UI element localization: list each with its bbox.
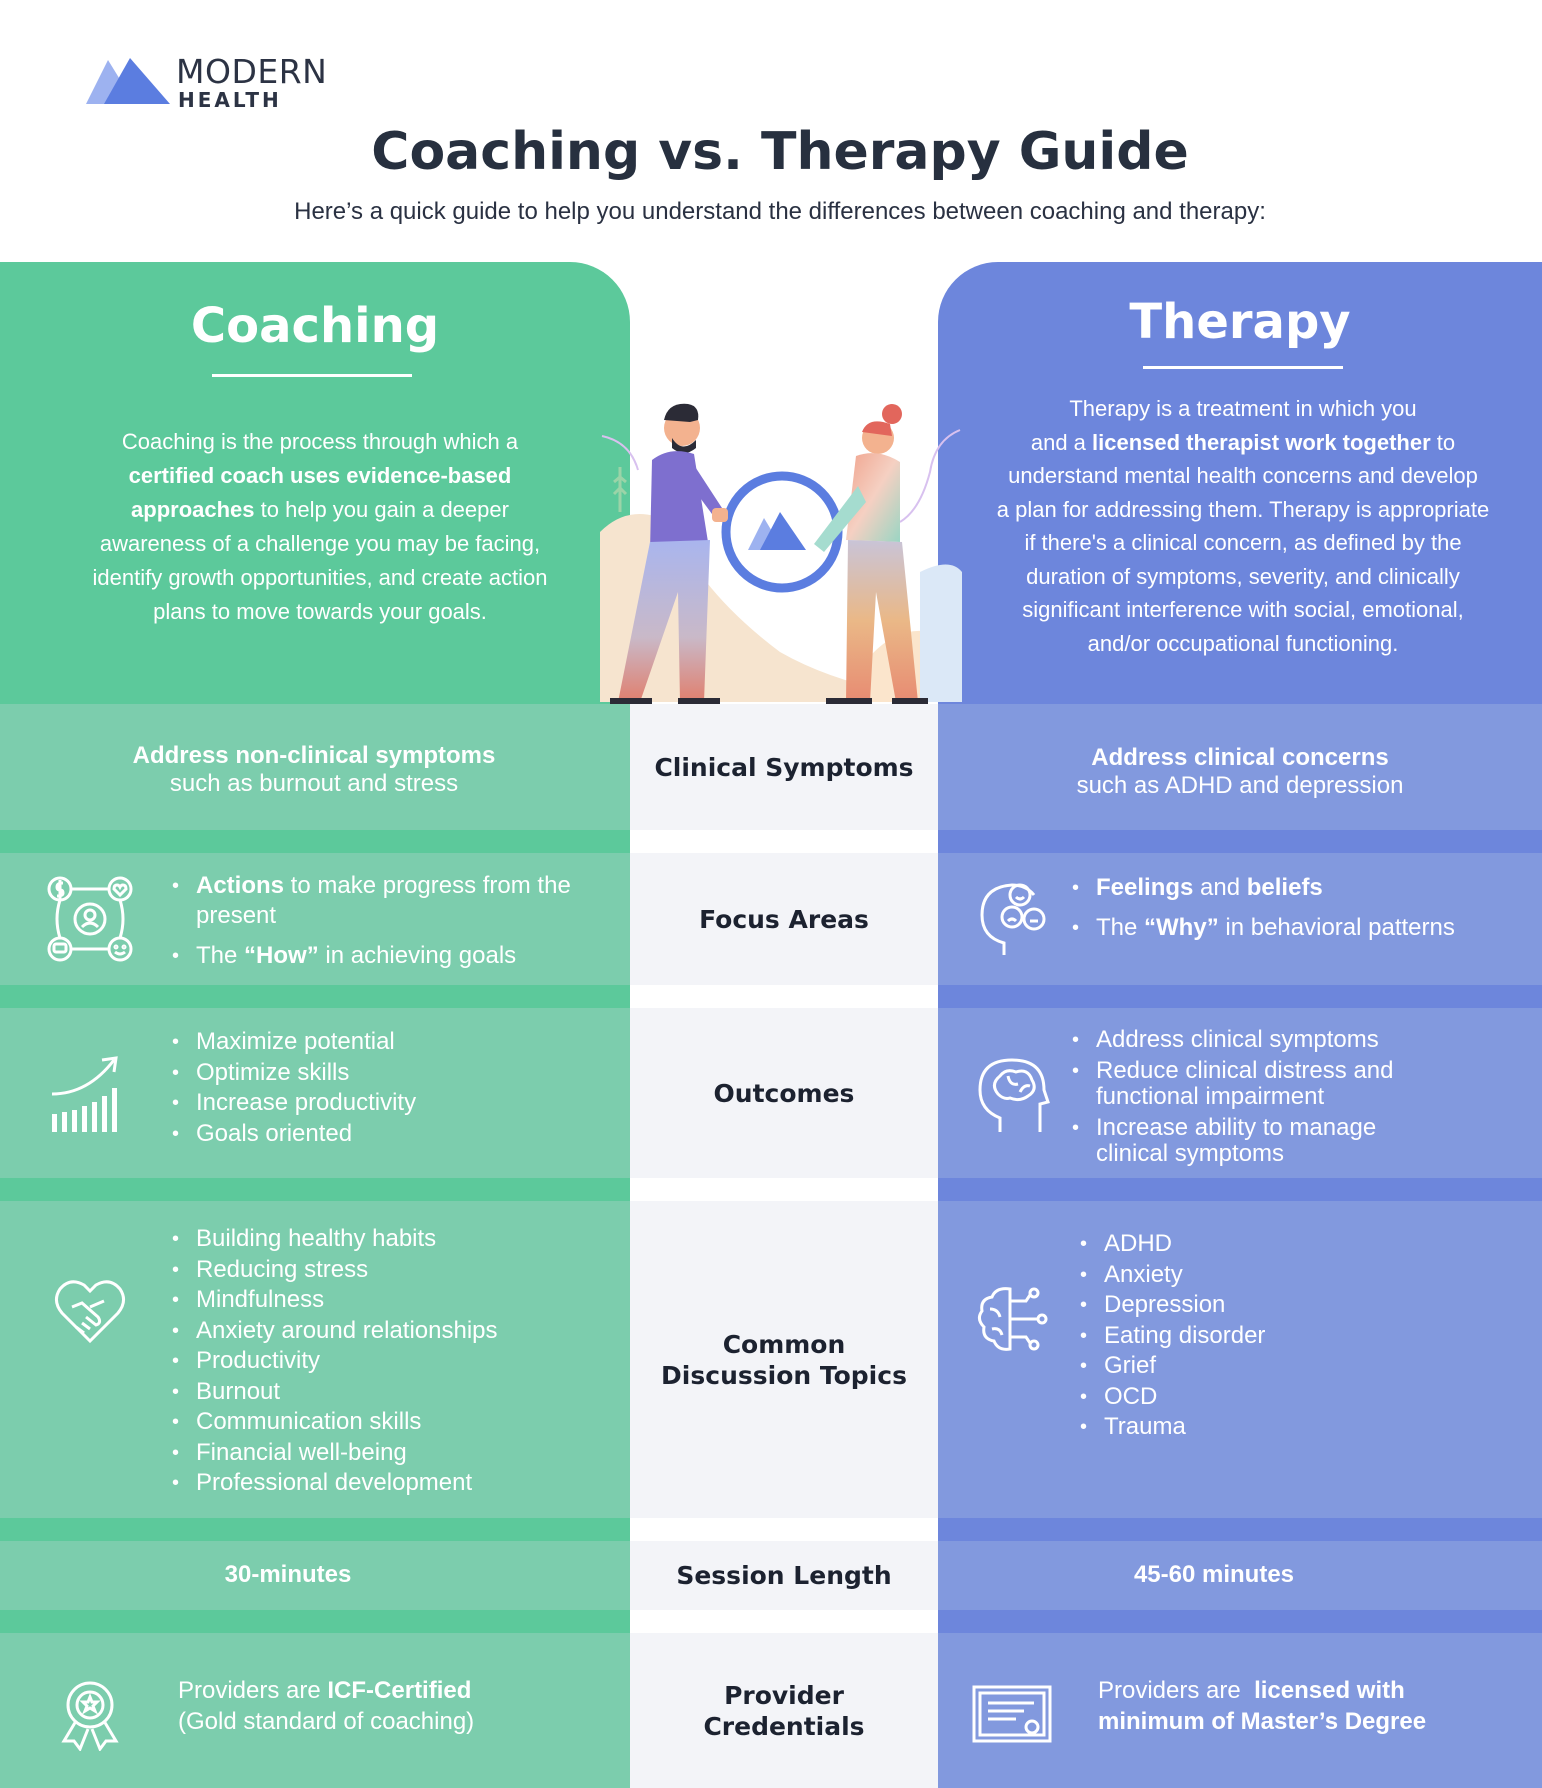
- therapy-outcomes-cell: Address clinical symptoms Reduce clinica…: [938, 1008, 1542, 1178]
- certificate-icon: [972, 1685, 1052, 1743]
- brand-subname: HEALTH: [178, 88, 282, 112]
- coaching-focus-cell: Actions to make progress from the presen…: [0, 853, 630, 985]
- list-item: Building healthy habits: [170, 1224, 610, 1255]
- list-item: Feelings and beliefs: [1070, 873, 1520, 903]
- circuit-brain-icon: [977, 1287, 1048, 1351]
- therapy-title: Therapy: [1129, 294, 1351, 350]
- therapy-clinical-cell: Address clinical concerns such as ADHD a…: [938, 704, 1542, 830]
- growth-chart-icon: [51, 1056, 118, 1132]
- row-label-outcomes: Outcomes: [630, 1008, 938, 1178]
- coaching-session-cell: 30-minutes: [0, 1541, 630, 1610]
- coaching-credentials-text: Providers are ICF-Certified (Gold standa…: [178, 1677, 475, 1735]
- brand-logo[interactable]: MODERN HEALTH: [86, 52, 356, 112]
- brand-name: MODERN: [176, 52, 328, 91]
- therapy-description: Therapy is a treatment in which you and …: [996, 396, 1490, 656]
- coaching-clinical-bold: Address non-clinical symptoms: [132, 742, 496, 769]
- row-label-focus: Focus Areas: [630, 853, 938, 985]
- coaching-topics-list: Building healthy habits Reducing stress …: [170, 1224, 610, 1499]
- modern-health-logo-icon: [86, 58, 170, 104]
- list-item: Reducing stress: [170, 1255, 610, 1286]
- coaching-credentials-cell: Providers are ICF-Certified (Gold standa…: [0, 1633, 630, 1788]
- therapy-focus-cell: Feelings and beliefs The “Why” in behavi…: [938, 853, 1542, 985]
- coaching-outcomes-cell: Maximize potential Optimize skills Incre…: [0, 1008, 630, 1178]
- therapy-credentials-cell: Providers are licensed with minimum of M…: [938, 1633, 1542, 1788]
- handshake-heart-icon: [55, 1280, 125, 1344]
- list-item: Reduce clinical distress and functional …: [1070, 1058, 1426, 1110]
- page-title: Coaching vs. Therapy Guide: [371, 122, 1189, 182]
- therapy-topics-list: ADHD Anxiety Depression Eating disorder …: [1078, 1229, 1498, 1443]
- list-item: Communication skills: [170, 1407, 610, 1438]
- therapy-clinical-bold: Address clinical concerns: [1091, 744, 1389, 771]
- award-ribbon-icon: [61, 1681, 119, 1751]
- therapy-session-length: 45-60 minutes: [1133, 1561, 1295, 1588]
- list-item: The “How” in achieving goals: [170, 941, 600, 971]
- coaching-title-underline: [212, 374, 412, 377]
- list-item: Trauma: [1078, 1412, 1498, 1443]
- head-emotions-icon: [980, 883, 1046, 955]
- list-item: Anxiety around relationships: [170, 1316, 610, 1347]
- therapy-credentials-text: Providers are licensed with minimum of M…: [1098, 1677, 1427, 1735]
- coaching-outcomes-list: Maximize potential Optimize skills Incre…: [170, 1027, 600, 1149]
- list-item: Burnout: [170, 1377, 610, 1408]
- list-item: Anxiety: [1078, 1260, 1498, 1291]
- list-item: Optimize skills: [170, 1058, 600, 1089]
- list-item: OCD: [1078, 1382, 1498, 1413]
- coaching-session-length: 30-minutes: [224, 1561, 352, 1588]
- therapy-clinical-text: such as ADHD and depression: [1076, 772, 1404, 799]
- coaching-clinical-text: such as burnout and stress: [169, 770, 459, 797]
- list-item: Financial well-being: [170, 1438, 610, 1469]
- list-item: The “Why” in behavioral patterns: [1070, 913, 1520, 943]
- list-item: Eating disorder: [1078, 1321, 1498, 1352]
- list-item: Grief: [1078, 1351, 1498, 1382]
- row-label-session: Session Length: [630, 1541, 938, 1610]
- list-item: Increase productivity: [170, 1088, 600, 1119]
- coaching-network-icon: [47, 876, 133, 962]
- brain-head-icon: [978, 1058, 1050, 1132]
- list-item: Depression: [1078, 1290, 1498, 1321]
- row-label-clinical: Clinical Symptoms: [630, 704, 938, 830]
- therapy-topics-cell: ADHD Anxiety Depression Eating disorder …: [938, 1201, 1542, 1518]
- list-item: Professional development: [170, 1468, 610, 1499]
- therapy-outcomes-list: Address clinical symptoms Reduce clinica…: [1070, 1027, 1510, 1172]
- list-item: Goals oriented: [170, 1119, 600, 1150]
- coaching-clinical-cell: Address non-clinical symptoms such as bu…: [0, 704, 630, 830]
- list-item: Mindfulness: [170, 1285, 610, 1316]
- page-subtitle: Here’s a quick guide to help you underst…: [294, 198, 1266, 225]
- list-item: Maximize potential: [170, 1027, 600, 1058]
- coaching-title: Coaching: [190, 298, 440, 354]
- therapy-session-cell: 45-60 minutes: [938, 1541, 1542, 1610]
- therapy-title-underline: [1143, 366, 1343, 369]
- list-item: Actions to make progress from the presen…: [170, 871, 600, 931]
- coaching-description: Coaching is the process through which a …: [92, 429, 548, 624]
- coaching-topics-cell: Building healthy habits Reducing stress …: [0, 1201, 630, 1518]
- list-item: Productivity: [170, 1346, 610, 1377]
- list-item: Increase ability to manage clinical symp…: [1070, 1115, 1426, 1167]
- therapy-focus-list: Feelings and beliefs The “Why” in behavi…: [1070, 873, 1520, 953]
- list-item: Address clinical symptoms: [1070, 1027, 1510, 1054]
- coaching-focus-list: Actions to make progress from the presen…: [170, 871, 600, 981]
- list-item: ADHD: [1078, 1229, 1498, 1260]
- coaching-therapy-illustration: [600, 403, 962, 704]
